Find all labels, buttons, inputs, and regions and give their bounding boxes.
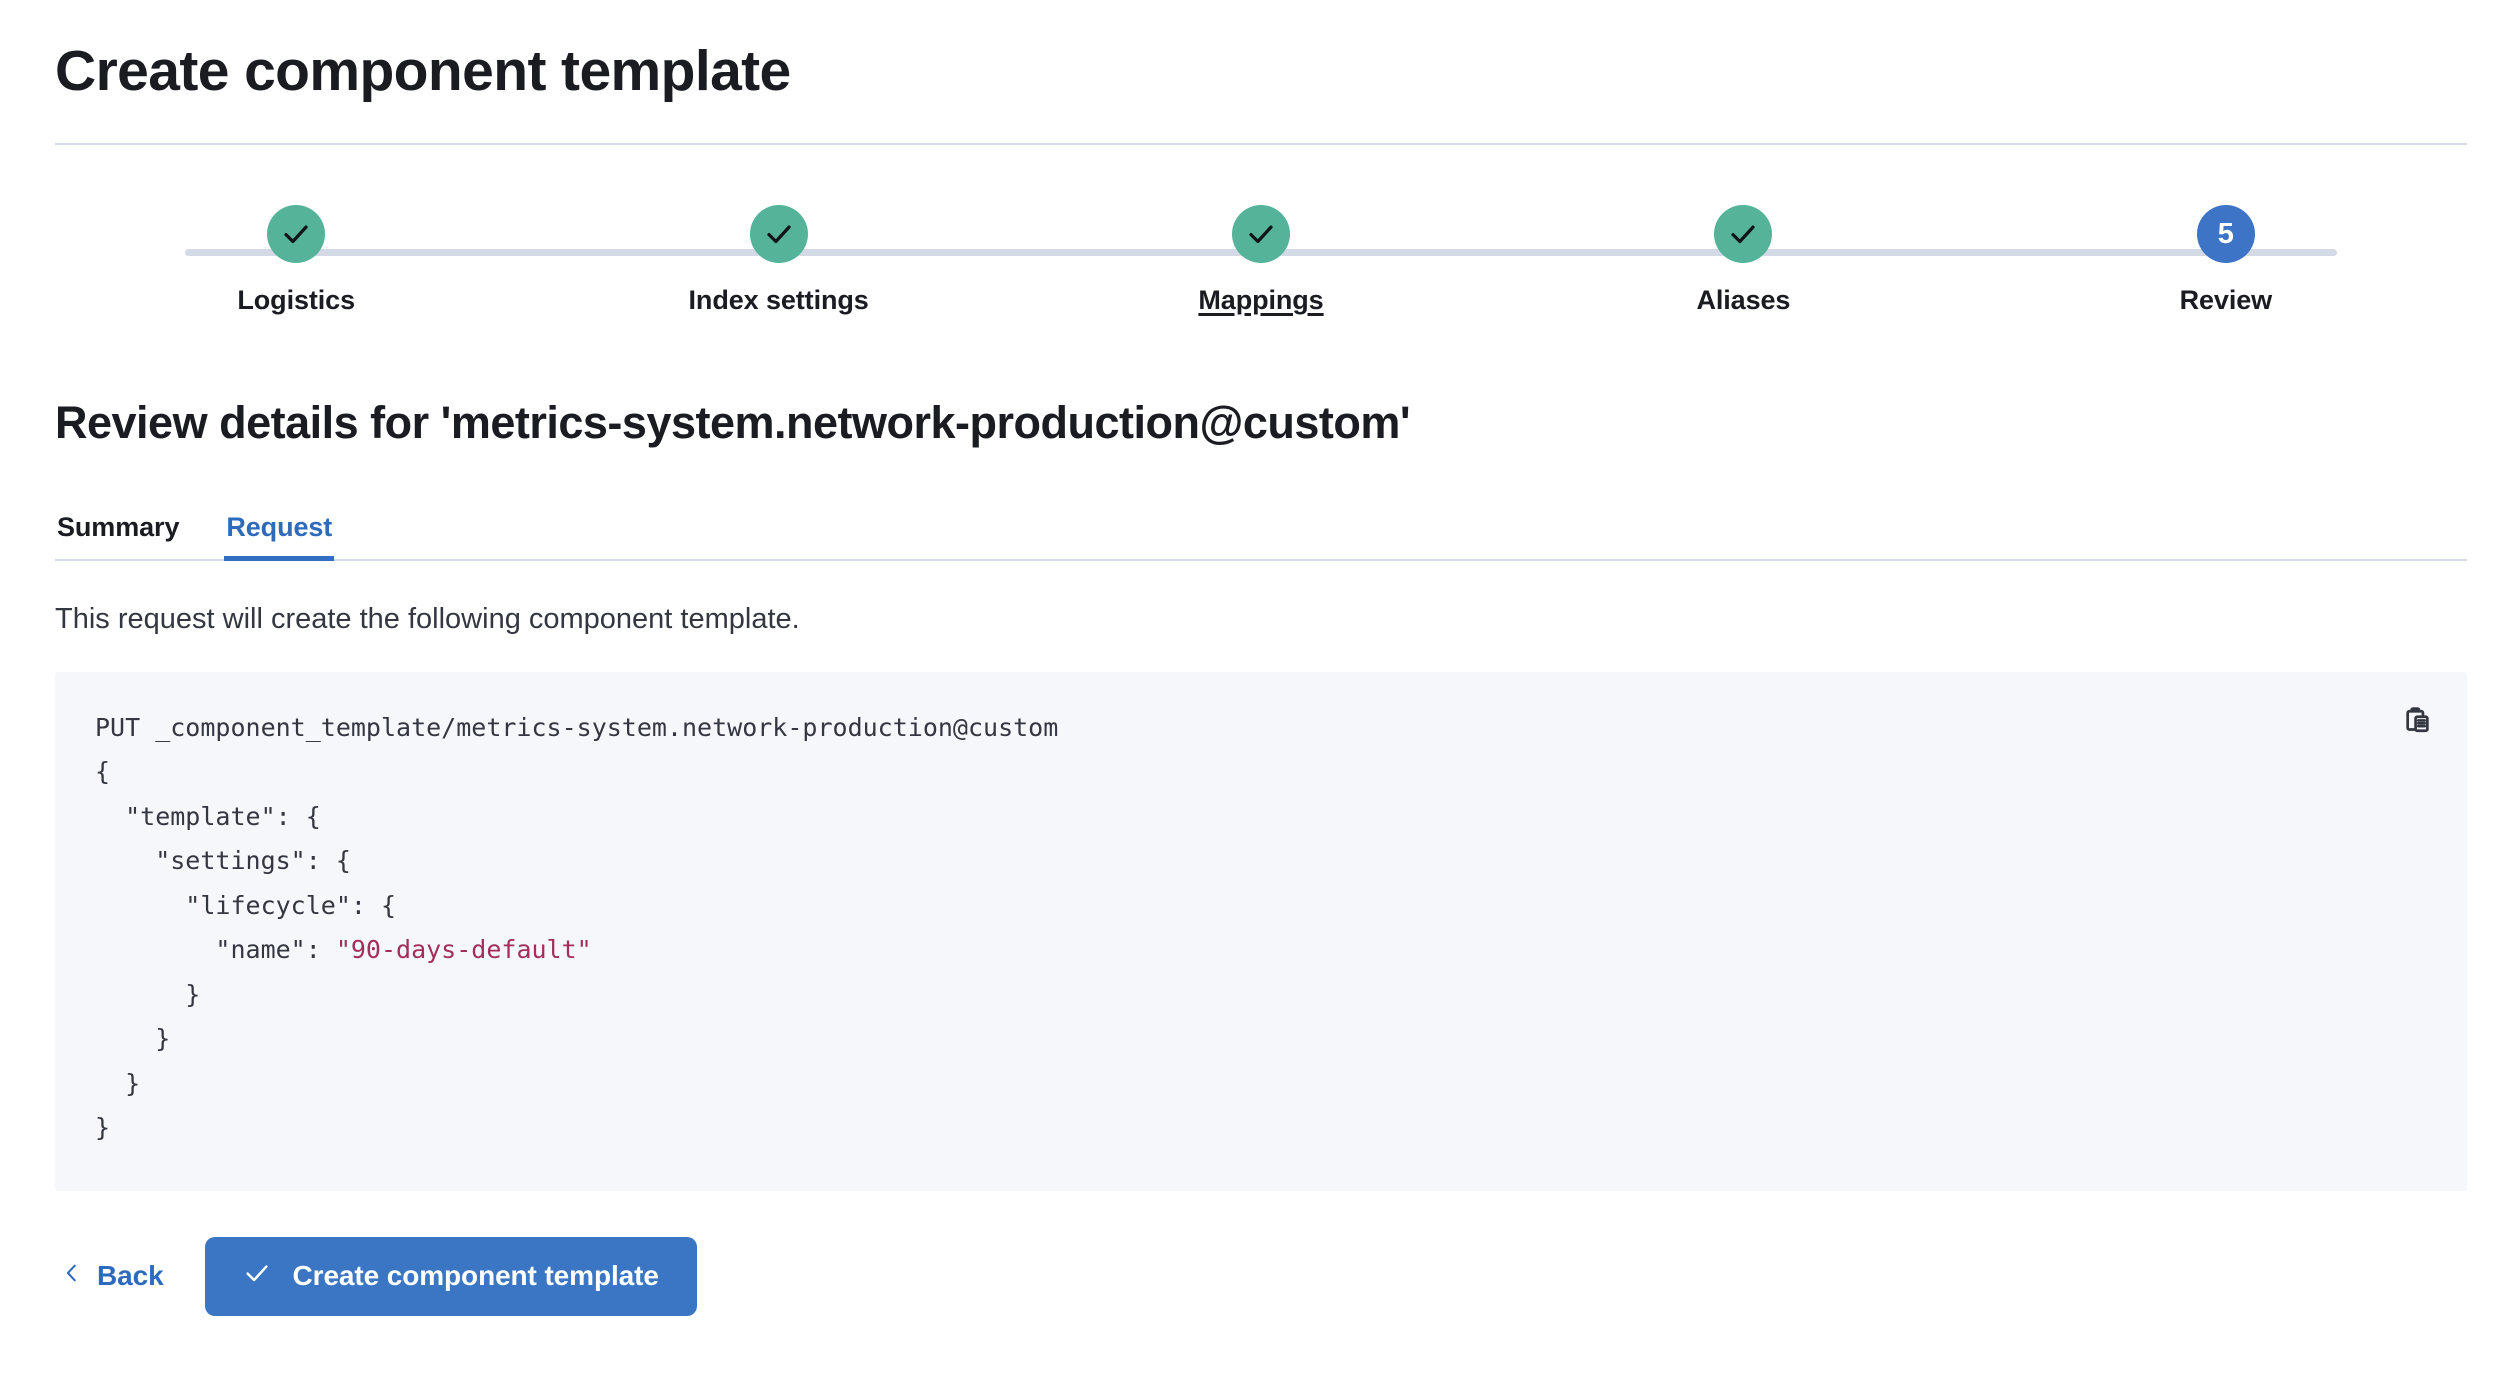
stepper-steps: Logistics Index settings Mappings bbox=[55, 205, 2467, 316]
chevron-left-icon bbox=[61, 1259, 83, 1294]
code-line-lifecycle: "lifecycle": { bbox=[95, 890, 397, 920]
create-component-template-button[interactable]: Create component template bbox=[204, 1236, 697, 1316]
code-line-open-root: { bbox=[95, 757, 111, 787]
tab-summary[interactable]: Summary bbox=[55, 512, 181, 561]
review-tabs: Summary Request bbox=[55, 489, 2467, 562]
code-line-name-value: "90-days-default" bbox=[335, 935, 592, 965]
page-title: Create component template bbox=[55, 39, 791, 103]
copy-button[interactable] bbox=[2391, 696, 2445, 750]
check-icon bbox=[243, 1259, 271, 1294]
check-icon bbox=[1728, 219, 1758, 249]
step-label-logistics: Logistics bbox=[237, 285, 356, 316]
step-circle-index-settings[interactable] bbox=[749, 205, 808, 264]
code-line-name-key: "name": bbox=[95, 935, 336, 965]
step-label-review: Review bbox=[2179, 285, 2273, 316]
step-circle-mappings[interactable] bbox=[1232, 205, 1291, 264]
wizard-actions: Back Create component template bbox=[55, 1236, 2467, 1316]
code-line-settings: "settings": { bbox=[95, 846, 351, 876]
step-label-index-settings: Index settings bbox=[688, 285, 869, 316]
check-icon bbox=[281, 219, 311, 249]
copy-clipboard-icon bbox=[2401, 704, 2435, 741]
tab-request[interactable]: Request bbox=[224, 512, 335, 562]
step-circle-logistics[interactable] bbox=[267, 205, 326, 264]
review-heading: Review details for 'metrics-system.netwo… bbox=[55, 397, 1411, 449]
sidebar-item-aliases[interactable]: Aliases bbox=[1502, 205, 1984, 316]
back-button[interactable]: Back bbox=[55, 1249, 170, 1304]
request-description: This request will create the following c… bbox=[55, 603, 800, 636]
code-line-method: PUT _component_template/metrics-system.n… bbox=[95, 712, 1059, 742]
step-label-mappings: Mappings bbox=[1198, 285, 1324, 316]
sidebar-item-mappings[interactable]: Mappings bbox=[1020, 205, 1502, 316]
step-circle-aliases[interactable] bbox=[1714, 205, 1773, 264]
create-component-template-button-label: Create component template bbox=[292, 1260, 659, 1292]
title-divider bbox=[55, 143, 2467, 146]
check-icon bbox=[764, 219, 794, 249]
request-code-block: PUT _component_template/metrics-system.n… bbox=[55, 671, 2467, 1191]
step-label-aliases: Aliases bbox=[1696, 285, 1791, 316]
back-button-label: Back bbox=[97, 1260, 164, 1292]
code-line-close-2: } bbox=[95, 1024, 171, 1054]
code-line-close-3: } bbox=[95, 1068, 141, 1098]
sidebar-item-index-settings[interactable]: Index settings bbox=[537, 205, 1019, 316]
sidebar-item-review[interactable]: 5 Review bbox=[1985, 205, 2467, 316]
step-circle-review[interactable]: 5 bbox=[2196, 205, 2255, 264]
check-icon bbox=[1246, 219, 1276, 249]
wizard-stepper: Logistics Index settings Mappings bbox=[55, 205, 2467, 345]
tabs-divider bbox=[55, 559, 2467, 562]
code-line-template: "template": { bbox=[95, 801, 321, 831]
code-line-close-1: } bbox=[95, 979, 201, 1009]
code-line-close-4: } bbox=[95, 1113, 111, 1143]
request-code: PUT _component_template/metrics-system.n… bbox=[95, 706, 2427, 1151]
sidebar-item-logistics[interactable]: Logistics bbox=[55, 205, 537, 316]
